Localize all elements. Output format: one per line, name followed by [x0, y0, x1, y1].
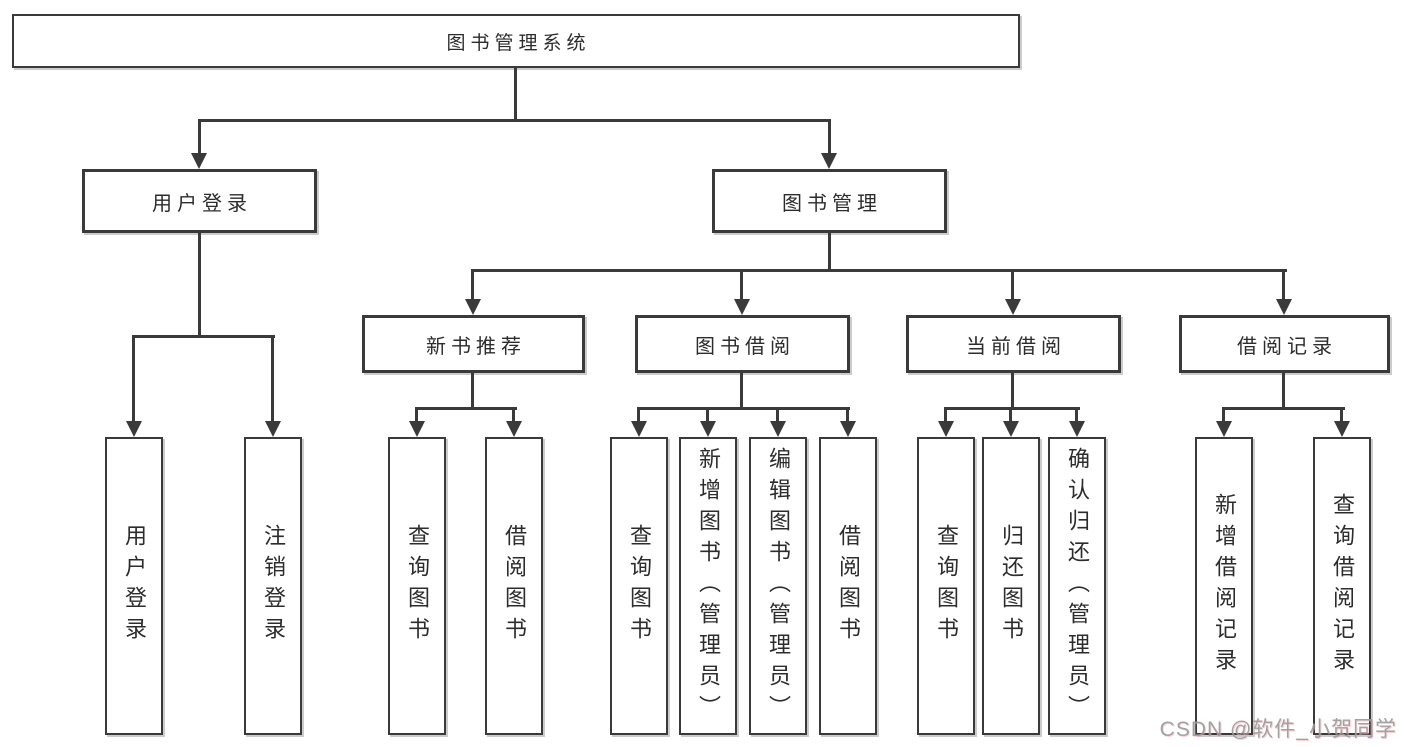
leaf-query-books-current: 查询图书: [917, 437, 975, 735]
arrow-down-icon: [1276, 299, 1292, 315]
arrow-down-icon: [191, 153, 207, 169]
connector-line: [514, 68, 517, 121]
connector-line: [132, 335, 135, 424]
connector-line: [1282, 269, 1285, 302]
connector-line: [132, 335, 275, 338]
connector-line: [1222, 407, 1225, 424]
node-label: 图书借阅: [695, 335, 795, 358]
arrow-down-icon: [265, 421, 281, 437]
csdn-watermark: CSDN @软件_小贺同学: [1159, 718, 1397, 741]
arrow-down-icon: [631, 421, 647, 437]
leaf-edit-book-admin: 编辑图书（管理员）: [749, 437, 807, 735]
node-label: 图书管理: [782, 192, 882, 215]
connector-line: [471, 269, 1287, 272]
arrow-down-icon: [840, 421, 856, 437]
node-label: 查询图书: [934, 524, 959, 648]
node-label: 编辑图书（管理员）: [766, 446, 791, 726]
arrow-down-icon: [1334, 421, 1350, 437]
connector-line: [637, 407, 640, 424]
connector-line: [637, 407, 850, 410]
connector-line: [1011, 373, 1014, 409]
connector-line: [944, 407, 1080, 410]
connector-line: [706, 407, 709, 424]
node-borrow-records: 借阅记录: [1179, 315, 1390, 373]
connector-line: [198, 119, 201, 155]
node-book-borrowing: 图书借阅: [635, 315, 850, 373]
node-label: 当前借阅: [966, 335, 1066, 358]
arrow-down-icon: [506, 421, 522, 437]
node-label: 用户登录: [152, 192, 252, 215]
connector-line: [415, 407, 418, 424]
arrow-down-icon: [465, 299, 481, 315]
connector-line: [740, 373, 743, 409]
leaf-query-borrow-record: 查询借阅记录: [1313, 437, 1371, 735]
connector-line: [776, 407, 779, 424]
leaf-logout: 注销登录: [244, 437, 302, 735]
connector-line: [944, 407, 947, 424]
connector-line: [1222, 407, 1345, 410]
node-label: 新增图书（管理员）: [696, 446, 721, 726]
node-label: 查询图书: [405, 524, 430, 648]
node-book-management: 图书管理: [712, 169, 947, 233]
leaf-query-books-borrowing: 查询图书: [610, 437, 668, 735]
node-label: 借阅图书: [836, 524, 861, 648]
arrow-down-icon: [770, 421, 786, 437]
leaf-borrow-books-borrowing: 借阅图书: [819, 437, 877, 735]
leaf-add-book-admin: 新增图书（管理员）: [679, 437, 737, 735]
node-new-book-recommend: 新书推荐: [362, 315, 585, 373]
arrow-down-icon: [700, 421, 716, 437]
leaf-query-books-recommend: 查询图书: [388, 437, 446, 735]
connector-line: [198, 119, 831, 122]
leaf-user-login: 用户登录: [105, 437, 163, 735]
node-label: 注销登录: [261, 524, 286, 648]
node-label: 新书推荐: [426, 335, 526, 358]
arrow-down-icon: [126, 421, 142, 437]
connector-line: [740, 269, 743, 302]
node-user-login: 用户登录: [82, 169, 317, 233]
node-label: 确认归还（管理员）: [1065, 446, 1090, 726]
arrow-down-icon: [1003, 421, 1019, 437]
leaf-add-borrow-record: 新增借阅记录: [1195, 437, 1253, 735]
arrow-down-icon: [1216, 421, 1232, 437]
connector-line: [828, 119, 831, 155]
connector-line: [271, 335, 274, 424]
arrow-down-icon: [1005, 299, 1021, 315]
node-label: 新增借阅记录: [1212, 493, 1237, 679]
connector-line: [1011, 269, 1014, 302]
node-label: 用户登录: [122, 524, 147, 648]
connector-line: [512, 407, 515, 424]
node-root-library-system: 图书管理系统: [12, 14, 1020, 68]
node-label: 借阅图书: [502, 524, 527, 648]
node-label: 归还图书: [999, 524, 1024, 648]
connector-line: [1340, 407, 1343, 424]
arrow-down-icon: [938, 421, 954, 437]
connector-line: [1282, 373, 1285, 409]
connector-line: [1075, 407, 1078, 424]
connector-line: [471, 269, 474, 302]
arrow-down-icon: [734, 299, 750, 315]
connector-line: [415, 407, 517, 410]
connector-line: [471, 373, 474, 409]
connector-line: [828, 233, 831, 272]
arrow-down-icon: [1069, 421, 1085, 437]
leaf-return-book: 归还图书: [982, 437, 1040, 735]
arrow-down-icon: [821, 153, 837, 169]
node-label: 查询图书: [627, 524, 652, 648]
connector-line: [198, 233, 201, 338]
node-label: 图书管理系统: [446, 32, 591, 54]
connector-line: [846, 407, 849, 424]
connector-line: [1009, 407, 1012, 424]
node-label: 借阅记录: [1237, 335, 1337, 358]
leaf-borrow-books-recommend: 借阅图书: [485, 437, 543, 735]
node-label: 查询借阅记录: [1330, 493, 1355, 679]
leaf-confirm-return-admin: 确认归还（管理员）: [1048, 437, 1106, 735]
node-current-borrowing: 当前借阅: [906, 315, 1121, 373]
arrow-down-icon: [409, 421, 425, 437]
